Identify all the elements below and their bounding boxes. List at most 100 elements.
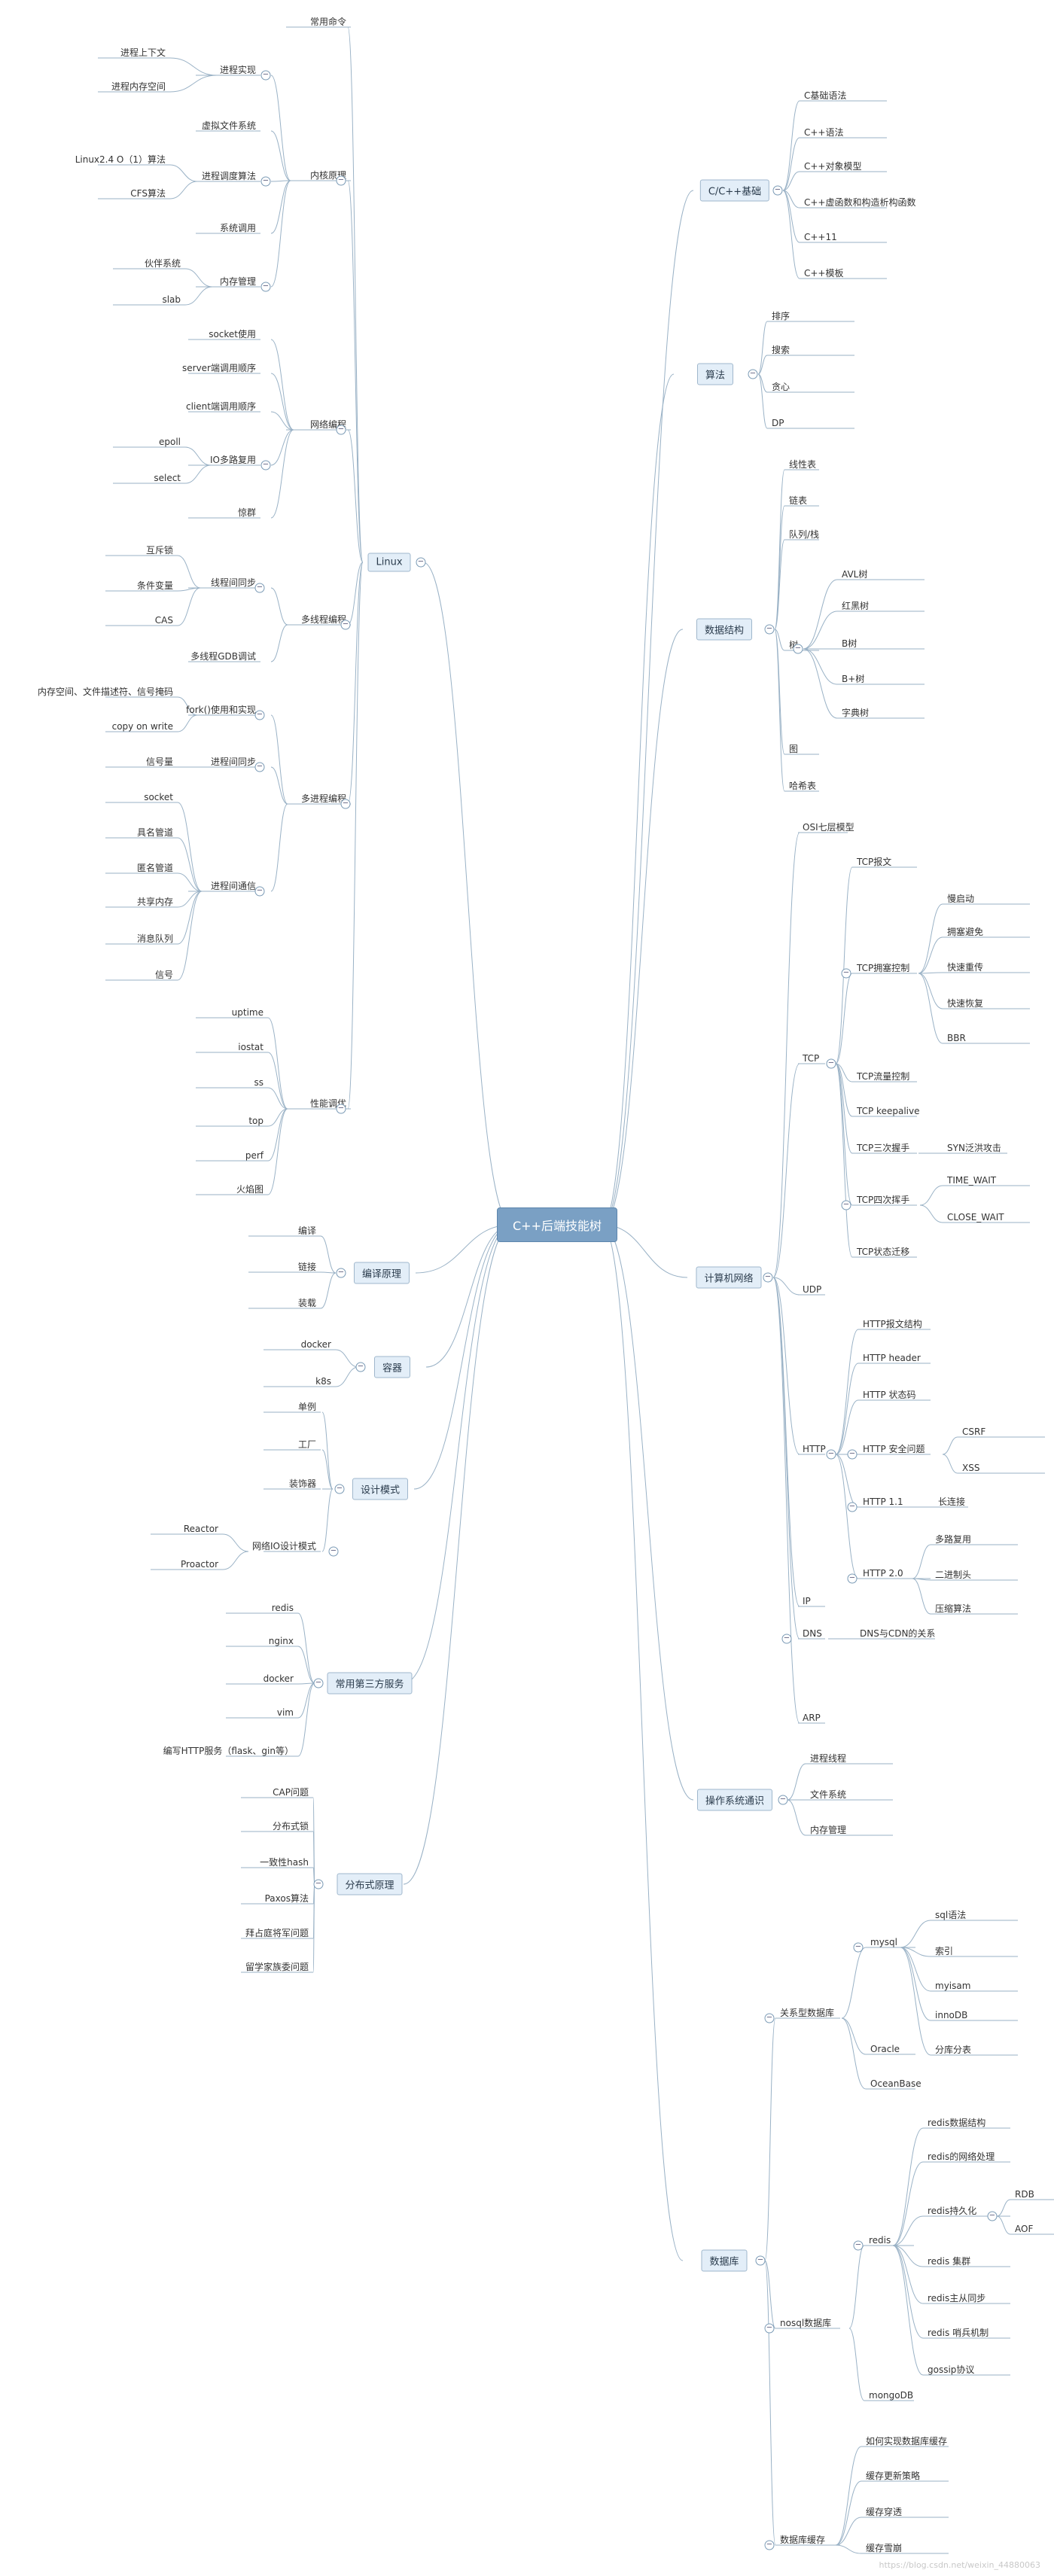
connector-line <box>918 903 943 974</box>
connector-line <box>320 1272 337 1309</box>
topic-linux[interactable]: Linux <box>367 553 411 572</box>
collapse-toggle-icon[interactable]: − <box>328 1546 339 1557</box>
collapse-toggle-icon[interactable]: − <box>260 70 271 81</box>
redis-item: redis主从同步 <box>928 2293 986 2303</box>
topic-ds[interactable]: 数据结构 <box>696 618 753 641</box>
c-item: C++语法 <box>804 127 844 138</box>
collapse-toggle-icon[interactable]: − <box>841 1200 851 1210</box>
third-item: nginx <box>268 1636 294 1646</box>
collapse-toggle-icon[interactable]: − <box>847 1449 858 1460</box>
topic-compile[interactable]: 编译原理 <box>353 1262 410 1284</box>
topic-osr[interactable]: 操作系统通识 <box>696 1789 773 1811</box>
collapse-toggle-icon[interactable]: − <box>841 968 851 979</box>
collapse-toggle-icon[interactable]: − <box>853 1942 864 1953</box>
connector-line <box>177 714 198 732</box>
collapse-toggle-icon[interactable]: − <box>334 1484 345 1494</box>
collapse-toggle-icon[interactable]: − <box>336 1268 346 1278</box>
connector-line <box>169 181 198 199</box>
connector-line <box>177 891 203 981</box>
collapse-toggle-icon[interactable]: − <box>764 2540 775 2550</box>
collapse-toggle-icon[interactable]: − <box>847 1502 858 1512</box>
collapse-toggle-icon[interactable]: − <box>826 1058 836 1069</box>
connector-line <box>297 1612 315 1684</box>
collapse-toggle-icon[interactable]: − <box>260 282 271 292</box>
connector-line <box>996 2199 1011 2217</box>
topic-db[interactable]: 数据库 <box>701 2249 748 2272</box>
collapse-toggle-icon[interactable]: − <box>772 185 783 196</box>
collapse-toggle-icon[interactable]: − <box>254 710 265 720</box>
topic-dist[interactable]: 分布式原理 <box>337 1873 403 1895</box>
kernel-item: 进程调度算法 <box>201 171 256 181</box>
perf-item: perf <box>245 1150 264 1161</box>
collapse-toggle-icon[interactable]: − <box>778 1795 788 1805</box>
root-topic[interactable]: C++后端技能树 <box>497 1207 617 1242</box>
collapse-toggle-icon[interactable]: − <box>260 176 271 187</box>
collapse-toggle-icon[interactable]: − <box>853 2240 864 2251</box>
collapse-toggle-icon[interactable]: − <box>340 620 351 630</box>
connector-line <box>270 429 294 519</box>
topic-third[interactable]: 常用第三方服务 <box>327 1672 413 1694</box>
connector-line <box>918 973 943 1009</box>
connector-line <box>320 1271 337 1274</box>
collapse-toggle-icon[interactable]: − <box>987 2211 998 2221</box>
net-item: DNS <box>803 1628 822 1639</box>
collapse-toggle-icon[interactable]: − <box>764 2323 775 2334</box>
collapse-toggle-icon[interactable]: − <box>416 557 426 568</box>
net-item: ARP <box>803 1713 821 1723</box>
collapse-toggle-icon[interactable]: − <box>313 1879 324 1889</box>
collapse-toggle-icon[interactable]: − <box>793 644 803 654</box>
dist-item: 留学家族委问题 <box>245 1962 309 1972</box>
tree-item: 字典树 <box>842 708 870 718</box>
collapse-toggle-icon[interactable]: − <box>763 1272 773 1283</box>
mysql-item: sql语法 <box>935 1910 967 1920</box>
net-item: HTTP <box>803 1444 826 1454</box>
connector-line <box>270 180 291 234</box>
connector-line <box>782 171 800 191</box>
connector-line <box>774 629 785 792</box>
collapse-toggle-icon[interactable]: − <box>340 799 351 809</box>
connector-line <box>335 1349 359 1368</box>
collapse-toggle-icon[interactable]: − <box>260 460 271 470</box>
connector-line <box>177 587 201 626</box>
collapse-toggle-icon[interactable]: − <box>254 886 265 897</box>
collapse-toggle-icon[interactable]: − <box>336 425 346 435</box>
collapse-toggle-icon[interactable]: − <box>847 1573 858 1584</box>
redis-item: redis 集群 <box>928 2256 971 2267</box>
design-item: 工厂 <box>297 1439 316 1450</box>
topic-algo[interactable]: 算法 <box>696 363 734 385</box>
collapse-toggle-icon[interactable]: − <box>336 1104 346 1114</box>
collapse-toggle-icon[interactable]: − <box>764 624 775 635</box>
connector-line <box>835 1363 859 1455</box>
connector-line <box>347 180 364 563</box>
connector-line <box>803 648 838 719</box>
collapse-toggle-icon[interactable]: − <box>748 369 758 379</box>
collapse-toggle-icon[interactable]: − <box>336 175 346 186</box>
connector-line <box>335 1366 359 1387</box>
rel-item: mysql <box>870 1937 897 1947</box>
topic-design[interactable]: 设计模式 <box>352 1478 409 1500</box>
collapse-toggle-icon[interactable]: − <box>254 762 265 772</box>
collapse-toggle-icon[interactable]: − <box>355 1362 366 1372</box>
topic-container[interactable]: 容器 <box>373 1356 411 1378</box>
osr-item: 文件系统 <box>810 1789 847 1800</box>
tcp-item: TCP流量控制 <box>857 1071 910 1082</box>
perf-item: uptime <box>231 1007 264 1018</box>
collapse-toggle-icon[interactable]: − <box>826 1449 836 1460</box>
collapse-toggle-icon[interactable]: − <box>254 583 265 593</box>
topic-c[interactable]: C/C++基础 <box>699 179 770 202</box>
collapse-toggle-icon[interactable]: − <box>764 2013 775 2023</box>
linux-item: 常用命令 <box>309 17 346 27</box>
topic-net[interactable]: 计算机网络 <box>696 1266 762 1289</box>
connector-line <box>912 1578 931 1581</box>
redis-item: redis数据结构 <box>928 2118 986 2128</box>
collapse-toggle-icon[interactable]: − <box>781 1634 792 1644</box>
connector-line <box>321 1488 334 1552</box>
collapse-toggle-icon[interactable]: − <box>313 1678 324 1688</box>
connector-line <box>347 562 364 1110</box>
connector-line <box>602 190 694 1226</box>
connector-line <box>848 2245 865 2329</box>
net-item: OSI七层模型 <box>803 822 854 833</box>
connector-line <box>919 1185 943 1206</box>
collapse-toggle-icon[interactable]: − <box>755 2255 766 2266</box>
connector-line <box>835 1063 853 1154</box>
